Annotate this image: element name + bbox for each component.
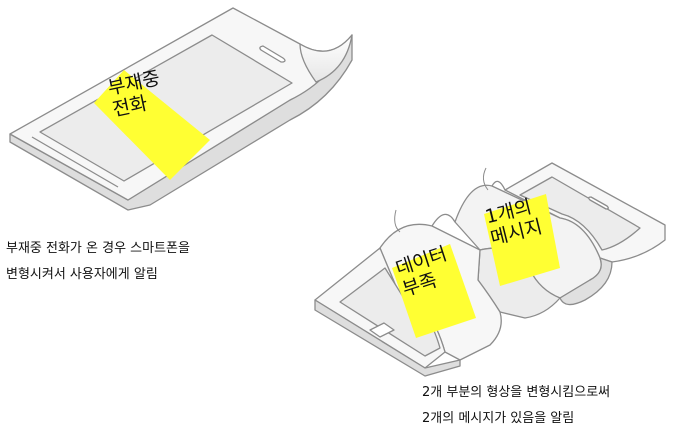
left-caption-line-1: 부재중 전화가 온 경우 스마트폰을 bbox=[6, 241, 190, 256]
right-wavy-phone bbox=[314, 162, 666, 377]
right-phone-far-screen bbox=[519, 176, 641, 251]
right-caption: 2개 부분의 형상을 변형시킴으로써 2개의 메시지가 있음을 알림 bbox=[422, 380, 610, 432]
left-caption-line-2: 변형시켜서 사용자에게 알림 bbox=[6, 267, 158, 282]
left-note-missed-call bbox=[94, 70, 210, 180]
right-phone-near-side bbox=[314, 299, 461, 377]
left-caption: 부재중 전화가 온 경우 스마트폰을 변형시켜서 사용자에게 알림 bbox=[6, 236, 190, 288]
left-phone-bezel bbox=[31, 136, 119, 188]
left-bent-phone bbox=[9, 7, 353, 211]
right-note-data-low bbox=[392, 244, 476, 338]
left-phone-curl bbox=[299, 34, 353, 83]
right-note-one-message bbox=[484, 194, 560, 286]
right-caption-line-2: 2개의 메시지가 있음을 알림 bbox=[422, 411, 575, 426]
right-caption-line-1: 2개 부분의 형상을 변형시킴으로써 bbox=[422, 385, 611, 400]
right-phone-squiggles bbox=[394, 167, 489, 233]
right-phone-speaker bbox=[588, 196, 609, 210]
left-phone-speaker bbox=[259, 45, 286, 63]
right-phone-crest-lines bbox=[431, 180, 506, 227]
right-phone-home-button bbox=[369, 322, 395, 338]
right-phone-rear-side bbox=[559, 257, 613, 306]
